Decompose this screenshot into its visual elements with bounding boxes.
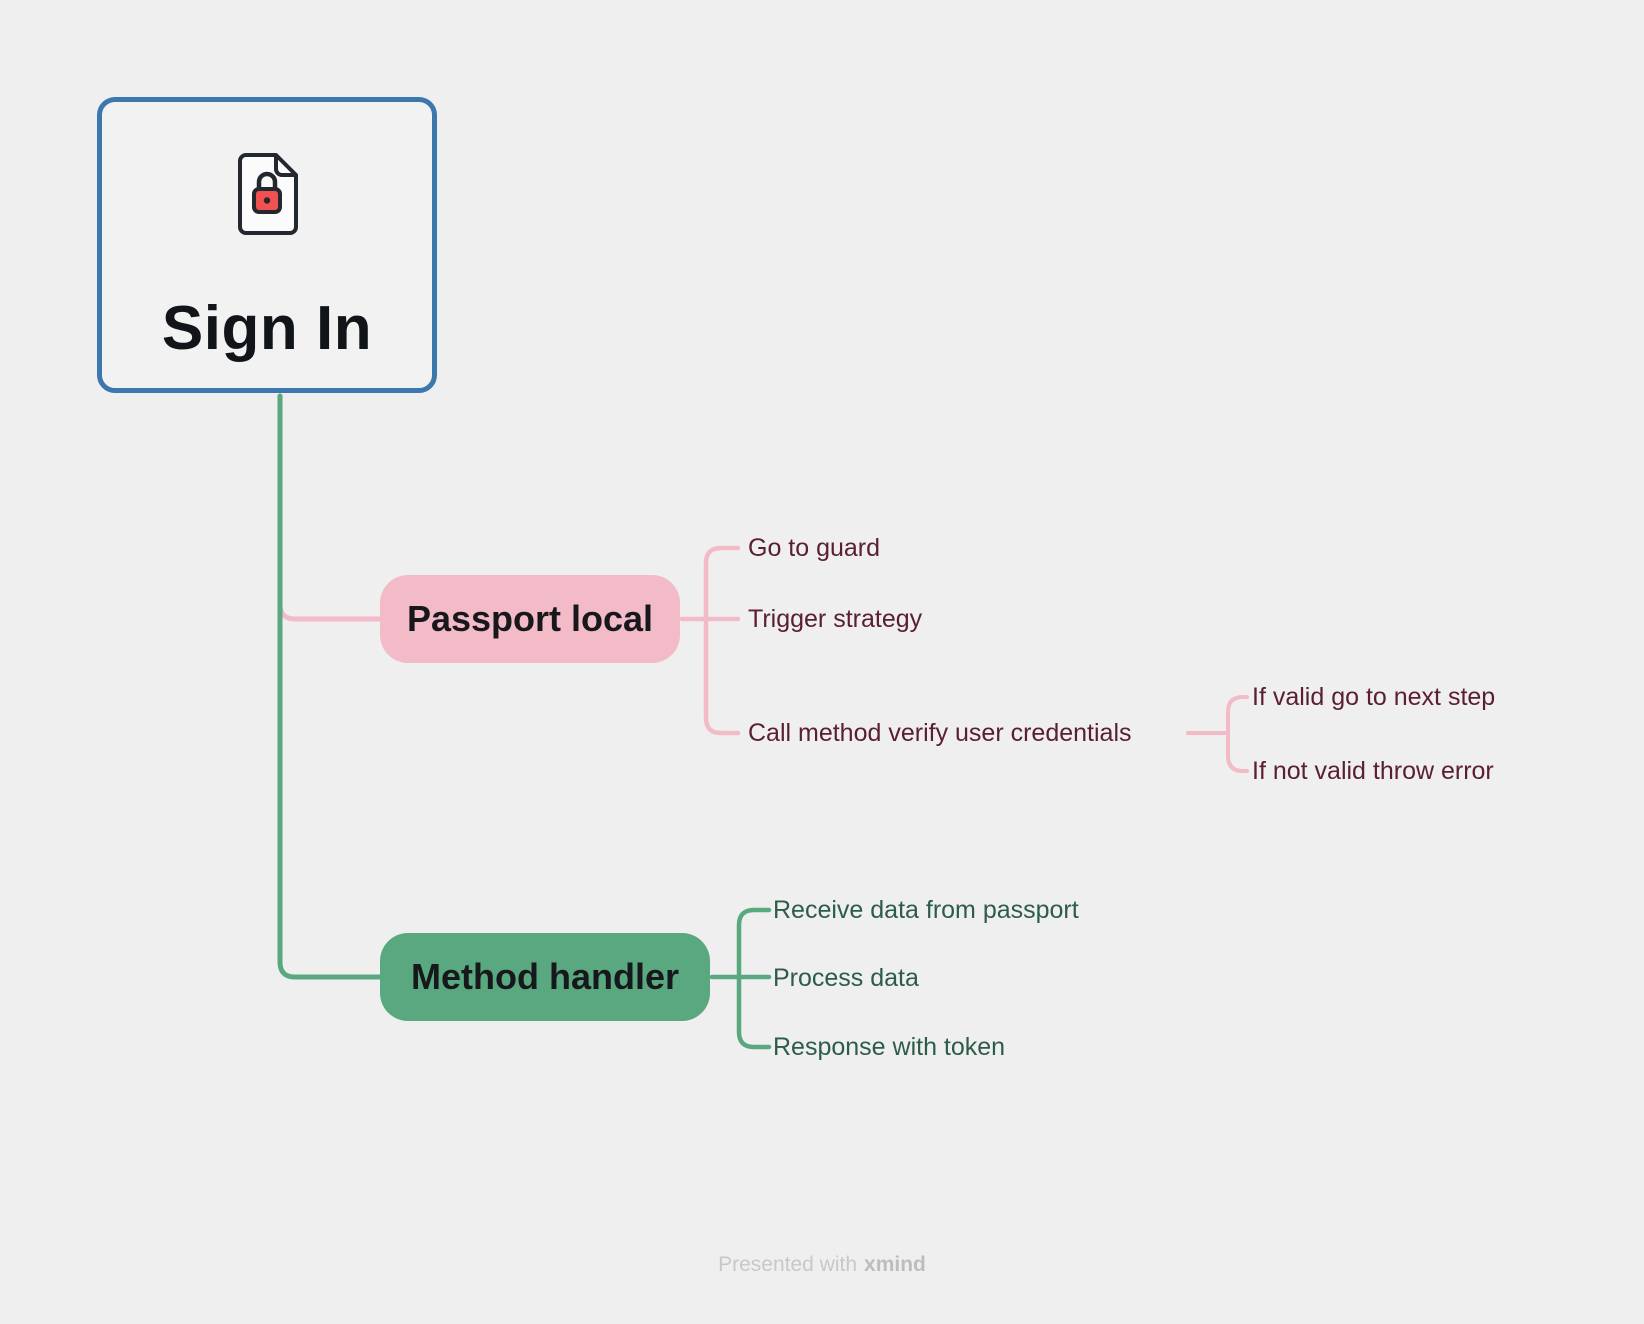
connector-method-to-receive-data: [736, 907, 772, 980]
topic-receive-data-from-passport[interactable]: Receive data from passport: [773, 896, 1079, 924]
topic-go-to-guard[interactable]: Go to guard: [748, 534, 881, 562]
connector-passport-to-go-to-guard: [703, 545, 741, 622]
connector-passport-to-call-method: [703, 616, 741, 736]
topic-if-valid-next-step[interactable]: If valid go to next step: [1252, 683, 1496, 711]
connector-call-method-to-if-not-valid: [1226, 731, 1249, 773]
topic-process-data[interactable]: Process data: [773, 964, 919, 992]
topic-trigger-strategy[interactable]: Trigger strategy: [748, 605, 923, 633]
root-label: Sign In: [161, 294, 373, 363]
footer-prefix: Presented with: [718, 1253, 858, 1276]
topic-passport-local[interactable]: Passport local: [380, 575, 680, 663]
topic-passport-local-label: Passport local: [406, 598, 654, 639]
footer-brand-xmind[interactable]: xmind: [864, 1253, 926, 1276]
topic-if-not-valid-throw-error[interactable]: If not valid throw error: [1252, 757, 1494, 785]
topic-call-method-verify[interactable]: Call method verify user credentials: [748, 719, 1132, 747]
topic-response-with-token[interactable]: Response with token: [773, 1033, 1006, 1061]
document-lock-icon: [238, 153, 298, 235]
connector-method-to-response-token: [736, 974, 772, 1050]
root-node-sign-in[interactable]: Sign In: [97, 97, 437, 393]
connector-root-to-passport-local: [277, 393, 385, 622]
topic-method-handler[interactable]: Method handler: [380, 933, 710, 1021]
connector-call-method-to-if-valid: [1226, 695, 1249, 735]
connector-root-to-method-handler: [277, 393, 385, 980]
topic-method-handler-label: Method handler: [411, 956, 679, 997]
footer-credit: Presented with xmind: [0, 1253, 1644, 1277]
